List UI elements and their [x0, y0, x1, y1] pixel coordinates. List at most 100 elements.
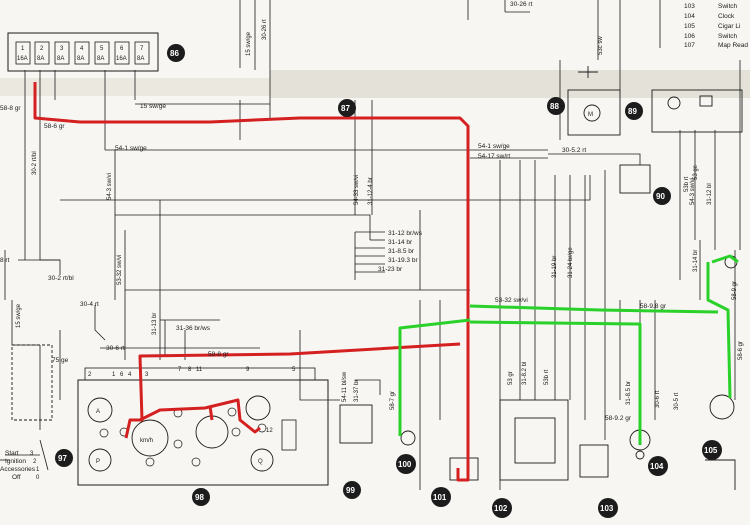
callout-90 — [653, 187, 671, 205]
red-trace-cluster — [124, 342, 461, 439]
callout-104-label: 104 — [650, 462, 664, 471]
ignition-start-label: Start — [5, 450, 19, 457]
callout-97-label: 97 — [58, 454, 67, 463]
terminal-5: 5 — [292, 367, 296, 373]
wire-label-31-36-br-ws: 31-36 br/ws — [176, 325, 211, 332]
wire-label-54-1-sw-ge: 54-1 sw/ge — [115, 145, 147, 152]
ammeter-gauge — [87, 397, 113, 423]
wire-label-58-8-gr: 58-8 gr — [208, 351, 229, 358]
speedometer-unit: km/h — [140, 438, 153, 444]
legend-num-103: 103 — [684, 3, 695, 10]
switch-box — [651, 89, 743, 133]
wire-label-31-37-br: 31-37 br — [354, 380, 360, 402]
callout-markers: 86 87 88 89 90 97 98 99 100 101 102 103 … — [55, 44, 722, 518]
wire-label-58-9-8-gr: 58-9.8 gr — [640, 303, 667, 310]
wire-label-30-6-rt-right: 30-6 rt — [655, 390, 661, 408]
callout-87-label: 87 — [341, 104, 350, 113]
fuse-number-6: 6 — [120, 46, 124, 52]
wire-label-54-3-sw-vi-right: 54-3 sw/vi — [690, 178, 696, 205]
ignition-ignition-label: Ignition — [5, 458, 26, 465]
wire-label-31-14-br-right: 31-14 br — [693, 250, 699, 272]
pressure-gauge — [88, 448, 112, 472]
green-trace-clock — [469, 320, 642, 445]
fuse-box: 16A 8A 8A 8A 8A 16A 8A 1 2 3 4 5 6 7 — [7, 32, 159, 72]
callout-90-label: 90 — [656, 192, 665, 201]
fuse-rating-4: 8A — [77, 56, 84, 62]
wire-label-58-6-gr: 58-6 gr — [44, 123, 65, 130]
callout-86-label: 86 — [170, 49, 179, 58]
black-wires — [0, 0, 741, 490]
instrument-cluster: A P Q km/h 2 1 6 4 3 7 8 11 12 9 5 — [77, 367, 329, 486]
wire-label-30-5-rt: 30-5 rt — [674, 392, 680, 410]
ignition-pos-3: 3 — [30, 451, 34, 457]
wire-label-53-32-sw-vi: 53-32 sw/vi — [117, 255, 123, 285]
component-102 — [499, 399, 569, 481]
red-trace-main — [33, 82, 470, 300]
callout-101 — [431, 487, 451, 507]
fuse-rating-1: 16A — [17, 56, 28, 62]
terminal-7: 7 — [178, 367, 182, 373]
callout-97 — [55, 449, 73, 467]
ignition-pos-0: 0 — [36, 475, 40, 481]
callout-102-label: 102 — [494, 504, 508, 513]
terminal-2: 2 — [88, 372, 92, 378]
wire-label-53c-sw: 53c sw — [598, 36, 604, 55]
wire-label-30-4-rt: 30-4 rt — [80, 301, 99, 308]
legend-num-107: 107 — [684, 42, 695, 49]
wire-label-31-12-bl: 31-12 bl — [707, 183, 713, 205]
relay-99 — [339, 404, 373, 444]
terminal-6: 6 — [120, 372, 124, 378]
legend-text-106: Switch — [718, 33, 738, 40]
component-103 — [579, 444, 609, 478]
relay-90 — [619, 164, 651, 194]
callout-103-label: 103 — [600, 504, 614, 513]
ignition-pos-1: 1 — [36, 467, 40, 473]
green-traces — [398, 254, 739, 445]
wire-label-54-3-sw-vi: 54-3 sw/vi — [107, 173, 113, 200]
callout-89-label: 89 — [628, 107, 637, 116]
wire-label-15-sw-ge: 15 sw/ge — [140, 103, 166, 110]
callout-88 — [547, 97, 565, 115]
fuse-number-1: 1 — [21, 46, 25, 52]
wire-label-58-8-gr-left: 58-8 gr — [0, 105, 21, 112]
fuse-number-4: 4 — [80, 46, 84, 52]
legend-num-106: 106 — [684, 33, 695, 40]
legend-text-103: Switch — [718, 3, 738, 10]
green-trace-bus — [469, 304, 719, 314]
terminal-11: 11 — [196, 367, 203, 373]
wire-label-31-24-br-ge: 31-24 br/ge — [568, 247, 574, 278]
red-trace-down — [456, 300, 470, 482]
wire-label-75-ge: 75 ge — [52, 357, 69, 364]
wire-label-31-14-br: 31-14 br — [388, 239, 413, 246]
callout-98 — [192, 488, 210, 506]
wire-label-31-13-br: 31-13 br — [152, 313, 158, 335]
svg-text:A: A — [96, 409, 100, 415]
terminal-9: 9 — [246, 367, 250, 373]
wire-label-30-5-2-rt: 30-5.2 rt — [562, 147, 586, 154]
wire-label-31-19-3-br: 31-19.3 br — [388, 257, 418, 264]
callout-99-label: 99 — [346, 486, 355, 495]
wire-label-15-sw-ge-top: 15 sw/ge — [246, 31, 252, 56]
callout-86 — [167, 44, 185, 62]
legend-text-104: Clock — [718, 13, 735, 20]
fuse-rating-3: 8A — [57, 56, 64, 62]
callout-103 — [598, 498, 618, 518]
fuse-rating-7: 8A — [137, 56, 144, 62]
wire-label-54-11-bl-sw: 54-11 bl/sw — [342, 371, 348, 402]
wire-label-54-33-sw-vi: 54-33 sw/vi — [354, 175, 360, 205]
wire-label-31-12-4-br: 31-12-4 br — [368, 177, 374, 205]
wire-label-30-26-rt-top: 30-26 rt — [510, 1, 533, 8]
ignition-accessories-label: Accessories — [0, 466, 36, 473]
wire-label-58-6-gr-right: 58-6 gr — [738, 341, 744, 360]
svg-text:M: M — [588, 112, 593, 118]
callout-87 — [338, 99, 356, 117]
wire-label-15-sw-ge-left: 15 sw/ge — [16, 303, 22, 328]
wire-label-53-32-sw-vi-right: 53-32 sw/vi — [495, 297, 528, 304]
wire-label-31-8-5-br-right: 31-8.5 br — [626, 381, 632, 405]
wire-labels: 15 sw/ge 30-26 rt 15 sw/ge 58-6 gr 30-2 … — [0, 1, 744, 422]
fuse-rating-2: 8A — [37, 56, 44, 62]
fuse-number-3: 3 — [60, 46, 64, 52]
wire-label-53b-rt: 53b rt — [684, 176, 690, 192]
wire-label-31-19-br: 31-19 br — [552, 256, 558, 278]
